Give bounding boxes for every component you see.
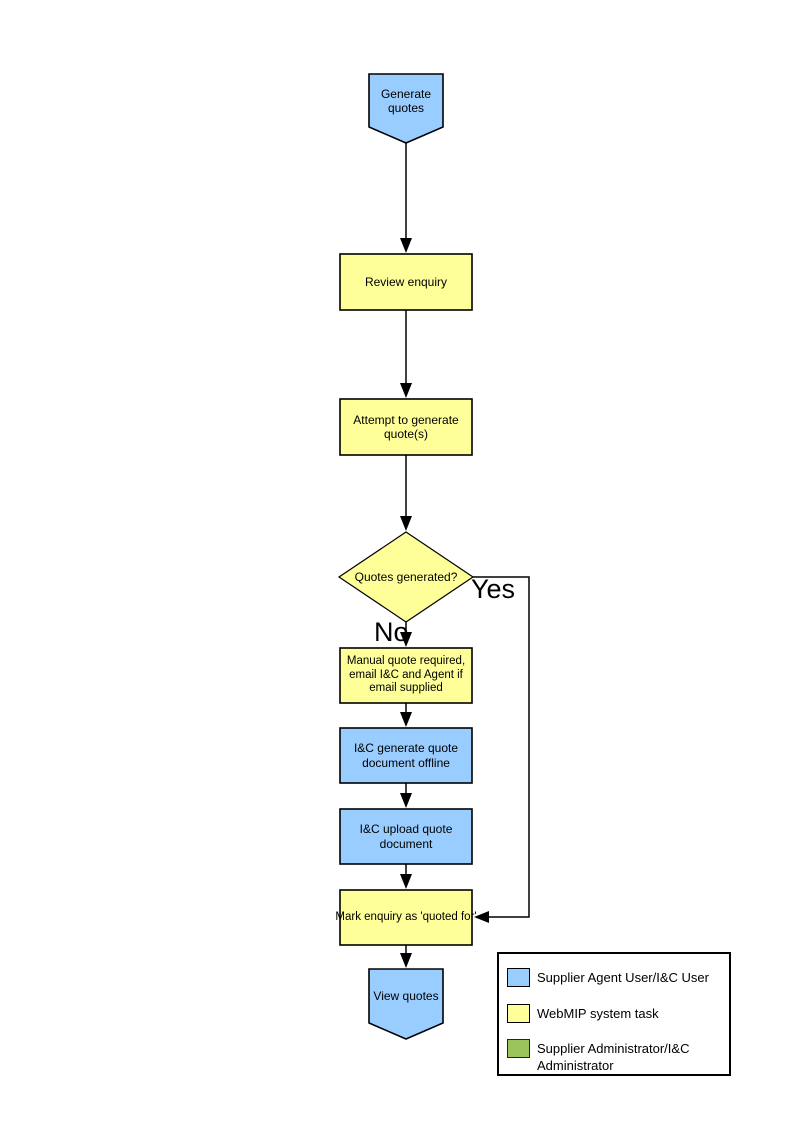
node-mark-quoted-label: Mark enquiry as 'quoted for' [335,910,477,923]
legend-swatch-green [507,1039,530,1058]
node-start-label: Generate quotes [380,86,432,115]
arrowhead-attempt [400,383,412,398]
legend-label-agent: Supplier Agent User/I&C User [537,970,709,985]
legend-box: Supplier Agent User/I&C User WebMIP syst… [497,952,731,1076]
arrowhead-decision [400,516,412,531]
node-attempt-shape [339,398,473,456]
branch-label-no: No [374,617,409,647]
node-generate-offline-shape [339,727,473,784]
node-decision-shape [337,531,475,623]
legend-label-admin: Supplier Administrator/I&C Administrator [537,1041,690,1073]
node-start-shape [368,73,444,144]
node-end-shape [368,968,444,1040]
node-review-label: Review enquiry [364,274,448,289]
node-review-shape [339,253,473,311]
arrowhead-review [400,238,412,253]
legend-swatch-yellow-rect [507,1004,530,1023]
arrowhead-yes [474,911,489,923]
node-manual-shape [339,647,473,704]
edge-decision-yes [473,576,530,918]
node-attempt-label: Attempt to generate quote(s) [353,412,459,441]
node-upload-label: I&C upload quote document [359,822,453,851]
node-decision-label: Quotes generated? [354,569,458,584]
branch-label-yes: Yes [471,574,516,604]
arrowhead-generate [400,712,412,727]
node-manual-label: Manual quote required, email I&C and Age… [346,655,466,695]
connector-lines [405,143,530,954]
legend-swatch-green-rect [507,1039,530,1058]
arrowhead-mark [400,874,412,889]
legend-swatch-yellow [507,1004,530,1023]
arrowhead-manual [400,632,412,647]
node-end-label: View quotes [373,988,439,1003]
node-generate-offline-label: I&C generate quote document offline [353,741,459,770]
arrowhead-end [400,953,412,968]
arrowheads [400,238,489,968]
legend-label-system: WebMIP system task [537,1006,659,1021]
node-mark-quoted-shape [339,889,473,946]
legend-swatch-blue [507,968,530,987]
legend-swatch-blue-rect [507,968,530,987]
node-upload-shape [339,808,473,865]
arrowhead-upload [400,793,412,808]
